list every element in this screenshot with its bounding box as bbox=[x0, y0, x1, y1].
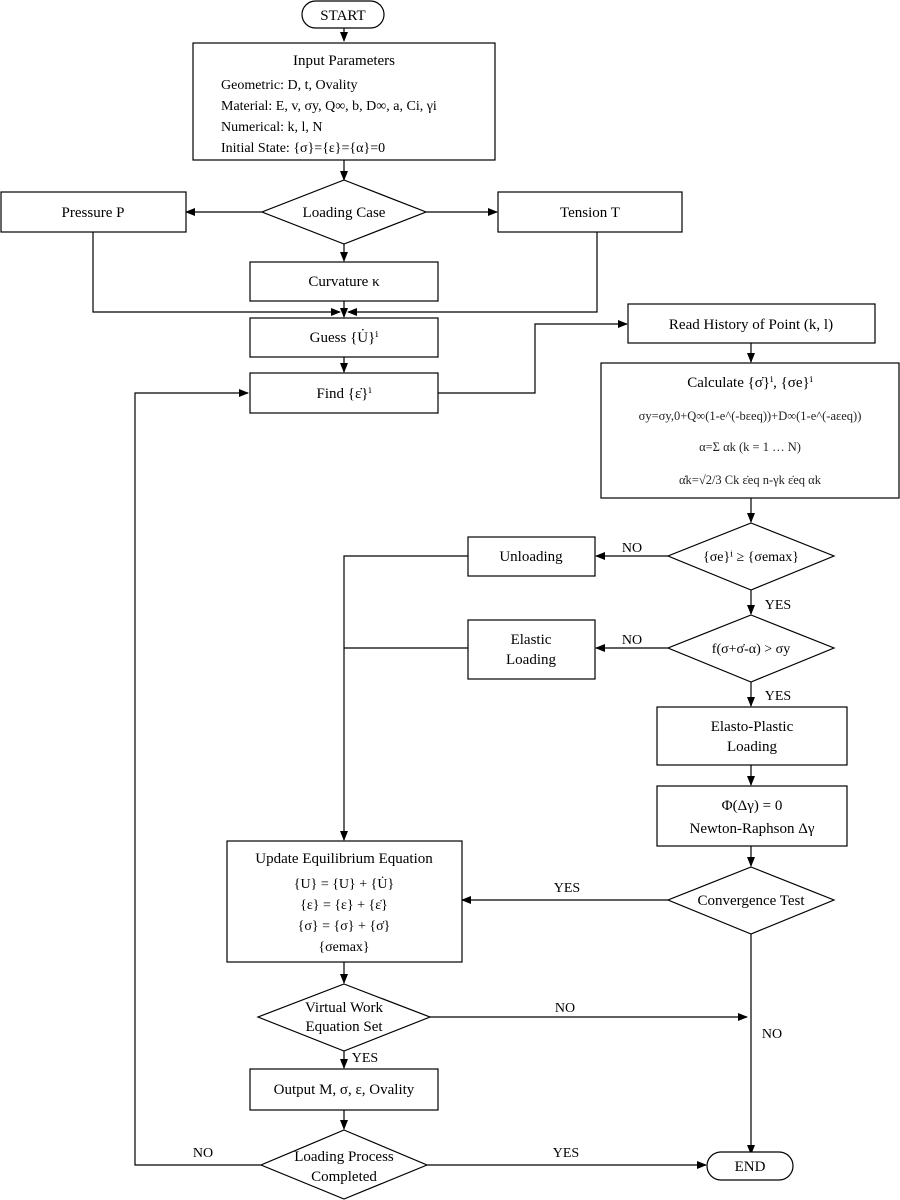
pressure-box: Pressure P bbox=[0, 191, 187, 233]
calculate-title: Calculate {σ̇}ⁱ, {σe}ⁱ bbox=[687, 375, 813, 391]
loading-case-label: Loading Case bbox=[303, 205, 386, 221]
find-label: Find {ε̇}ⁱ bbox=[317, 386, 372, 402]
curvature-box: Curvature κ bbox=[249, 261, 439, 302]
read-history-label: Read History of Point (k, l) bbox=[669, 317, 833, 333]
convergence-decision: Convergence Test bbox=[666, 866, 836, 935]
update-title: Update Equilibrium Equation bbox=[255, 851, 433, 867]
elastic-loading-line2: Loading bbox=[506, 652, 556, 668]
output-label: Output M, σ, ε, Ovality bbox=[274, 1082, 415, 1098]
update-line-sigmax: {σemax} bbox=[318, 940, 369, 955]
convergence-label: Convergence Test bbox=[697, 893, 805, 909]
elastic-loading-box: Elastic Loading bbox=[467, 619, 596, 680]
arrow-loop-back-find bbox=[134, 389, 261, 1166]
unloading-box: Unloading bbox=[467, 536, 596, 577]
label-yes-decision2: YES bbox=[765, 689, 791, 704]
start-label: START bbox=[320, 8, 365, 24]
read-history-box: Read History of Point (k, l) bbox=[627, 303, 876, 344]
end-terminal: END bbox=[706, 1151, 794, 1181]
output-box: Output M, σ, ε, Ovality bbox=[249, 1068, 439, 1111]
tension-box: Tension T bbox=[497, 191, 683, 233]
loading-process-line2: Completed bbox=[311, 1169, 377, 1185]
unloading-label: Unloading bbox=[499, 549, 563, 565]
virtual-work-line2: Equation Set bbox=[305, 1019, 383, 1035]
calculate-eq-backstress: α=Σ αk (k = 1 … N) bbox=[699, 440, 801, 454]
label-yes-virtualwork: YES bbox=[352, 1051, 378, 1066]
pressure-label: Pressure P bbox=[62, 205, 125, 221]
arrow-pressure-merge bbox=[92, 232, 341, 316]
newton-raphson-box: Φ(Δγ) = 0 Newton-Raphson Δγ bbox=[656, 785, 848, 847]
virtual-work-decision: Virtual Work Equation Set bbox=[256, 983, 432, 1052]
guess-label: Guess {U̇}ⁱ bbox=[310, 329, 379, 346]
connectors bbox=[92, 28, 755, 1169]
curvature-label: Curvature κ bbox=[308, 274, 380, 290]
update-line-sigma: {σ} = {σ} + {σ̇} bbox=[298, 919, 391, 934]
input-title: Input Parameters bbox=[293, 53, 395, 69]
input-line-initial: Initial State: {σ}={ε}={α}=0 bbox=[221, 141, 385, 156]
loading-case-decision: Loading Case bbox=[260, 179, 428, 245]
input-line-numerical: Numerical: k, l, N bbox=[221, 120, 322, 135]
start-terminal: START bbox=[301, 0, 385, 29]
end-label: END bbox=[735, 1159, 766, 1175]
decision2-label: f(σ+σ̇-α) > σy bbox=[712, 642, 790, 657]
label-yes-loadingprocess: YES bbox=[553, 1146, 579, 1161]
edge-labels: NO YES NO YES YES NO NO YES NO YES bbox=[193, 541, 791, 1161]
newton-line2: Newton-Raphson Δγ bbox=[689, 821, 814, 837]
calculate-box: Calculate {σ̇}ⁱ, {σe}ⁱ σy=σy,0+Q∞(1-e^(-… bbox=[600, 362, 900, 499]
loading-process-line1: Loading Process bbox=[294, 1149, 394, 1165]
elastic-loading-line1: Elastic bbox=[511, 632, 552, 648]
yield-check-decision: f(σ+σ̇-α) > σy bbox=[666, 614, 836, 683]
stress-check-decision: {σe}ⁱ ≥ {σemax} bbox=[666, 522, 836, 591]
elasto-plastic-box: Elasto-Plastic Loading bbox=[656, 706, 848, 766]
arrow-unloading-update bbox=[340, 555, 468, 841]
update-equilibrium-box: Update Equilibrium Equation {U} = {U} + … bbox=[226, 840, 463, 963]
elasto-plastic-line1: Elasto-Plastic bbox=[711, 719, 794, 735]
input-line-geometric: Geometric: D, t, Ovality bbox=[221, 78, 357, 93]
label-yes-decision1: YES bbox=[765, 598, 791, 613]
find-box: Find {ε̇}ⁱ bbox=[249, 372, 439, 414]
label-yes-convergence: YES bbox=[554, 881, 580, 896]
virtual-work-line1: Virtual Work bbox=[305, 1000, 384, 1016]
label-no-loadingprocess: NO bbox=[193, 1146, 213, 1161]
tension-label: Tension T bbox=[560, 205, 620, 221]
arrow-tension-merge bbox=[347, 232, 598, 316]
label-no-convergence: NO bbox=[762, 1027, 782, 1042]
elasto-plastic-line2: Loading bbox=[727, 739, 777, 755]
label-no-elastic: NO bbox=[622, 633, 642, 648]
newton-line1: Φ(Δγ) = 0 bbox=[722, 798, 783, 814]
input-line-material: Material: E, v, σy, Q∞, b, D∞, a, Ci, γi bbox=[221, 99, 437, 114]
decision1-label: {σe}ⁱ ≥ {σemax} bbox=[703, 550, 799, 565]
update-line-u: {U} = {U} + {U̇} bbox=[294, 875, 394, 892]
input-parameters-box: Input Parameters Geometric: D, t, Ovalit… bbox=[192, 42, 496, 161]
arrow-find-readhistory bbox=[438, 320, 628, 394]
calculate-eq-kinematic: α̇k=√2/3 Ck ε̇eq n-γk ε̇eq αk bbox=[679, 473, 822, 487]
label-no-unloading: NO bbox=[622, 541, 642, 556]
guess-box: Guess {U̇}ⁱ bbox=[249, 317, 439, 358]
label-no-virtualwork: NO bbox=[555, 1001, 575, 1016]
calculate-eq-yield: σy=σy,0+Q∞(1-e^(-bεeq))+D∞(1-e^(-aεeq)) bbox=[639, 409, 862, 423]
update-line-eps: {ε} = {ε} + {ε̇} bbox=[300, 898, 388, 913]
loading-process-decision: Loading Process Completed bbox=[259, 1129, 429, 1200]
